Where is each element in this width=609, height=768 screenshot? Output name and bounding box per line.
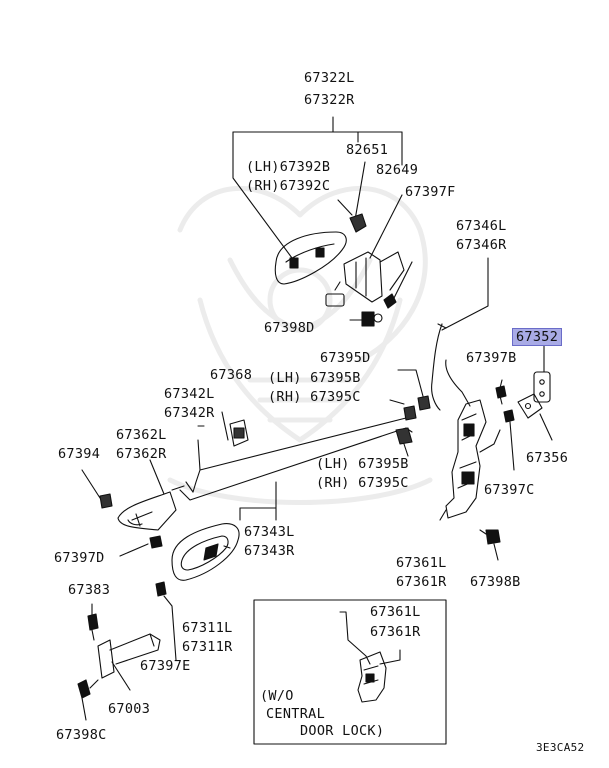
part-label-67397F: 67397F: [405, 184, 456, 200]
part-label-67398B: 67398B: [470, 574, 521, 590]
rod-67343: [179, 427, 413, 521]
part-label-82651: 82651: [346, 142, 389, 158]
screw-67397d: [119, 535, 163, 557]
part-label-67362L: 67362L: [116, 427, 167, 443]
clips-67395: [389, 369, 431, 457]
part-label-67362R: 67362R: [116, 446, 167, 462]
part-label-67398C: 67398C: [56, 727, 107, 743]
part-label-67346L: 67346L: [456, 218, 507, 234]
part-label-67361R: 67361R: [396, 574, 447, 590]
diagram-code: 3E3CA52: [536, 741, 585, 754]
inset-note-line1: (W/O: [260, 688, 294, 704]
screw-67397e: [155, 581, 177, 661]
clip-67392: [337, 199, 367, 233]
part-label-67395C-lower: (RH) 67395C: [316, 475, 409, 491]
part-label-67342L: 67342L: [164, 386, 215, 402]
screw-67397f: [383, 261, 413, 309]
part-label-67397B: 67397B: [466, 350, 517, 366]
inset-note-line2: CENTRAL: [266, 706, 325, 722]
clip-67368: [221, 411, 249, 447]
inset-label-67361R: 67361R: [370, 624, 421, 640]
screws-67397b-c: [495, 379, 515, 471]
part-label-67352-highlighted: 67352: [512, 328, 563, 346]
part-label-67322R: 67322R: [304, 92, 355, 108]
part-label-67392C: (RH)67392C: [246, 178, 331, 194]
part-label-67356: 67356: [526, 450, 569, 466]
part-label-67395D: 67395D: [320, 350, 371, 366]
inset-box: [253, 599, 447, 745]
outside-handle-67322: [274, 231, 347, 285]
bolt-67398d: [349, 311, 383, 327]
bracket-67322-group: [232, 116, 403, 259]
handle-bezel-67311: [171, 523, 240, 581]
inside-handle-67362: [81, 459, 185, 531]
part-label-67311R: 67311R: [182, 639, 233, 655]
part-label-67394: 67394: [58, 446, 101, 462]
door-latch-67361: [439, 359, 501, 521]
part-label-67397E: 67397E: [140, 658, 191, 674]
part-label-67311L: 67311L: [182, 620, 233, 636]
part-label-67397D: 67397D: [54, 550, 105, 566]
part-label-67398D: 67398D: [264, 320, 315, 336]
part-label-67383: 67383: [68, 582, 111, 598]
part-label-67395B: (LH) 67395B: [268, 370, 361, 386]
rod-67346: [431, 257, 489, 411]
watermark-logo: [167, 185, 433, 505]
part-label-67395B-lower: (LH) 67395B: [316, 456, 409, 472]
handle-bracket-82649: [325, 251, 405, 307]
part-label-67342R: 67342R: [164, 405, 215, 421]
part-label-67395C: (RH) 67395C: [268, 389, 361, 405]
part-label-67361L: 67361L: [396, 555, 447, 571]
bolt-67398b: [479, 529, 501, 561]
part-label-67343L: 67343L: [244, 524, 295, 540]
door-check-67003: [77, 603, 161, 721]
part-label-67397C: 67397C: [484, 482, 535, 498]
part-label-67368: 67368: [210, 367, 253, 383]
part-label-67322L: 67322L: [304, 70, 355, 86]
part-label-67392B: (LH)67392B: [246, 159, 331, 175]
part-label-82649: 82649: [376, 162, 419, 178]
part-label-67346R: 67346R: [456, 237, 507, 253]
inset-note-line3: DOOR LOCK): [300, 723, 385, 739]
part-label-67003: 67003: [108, 701, 151, 717]
part-label-67343R: 67343R: [244, 543, 295, 559]
striker-67352: [517, 345, 553, 441]
inset-label-67361L: 67361L: [370, 604, 421, 620]
